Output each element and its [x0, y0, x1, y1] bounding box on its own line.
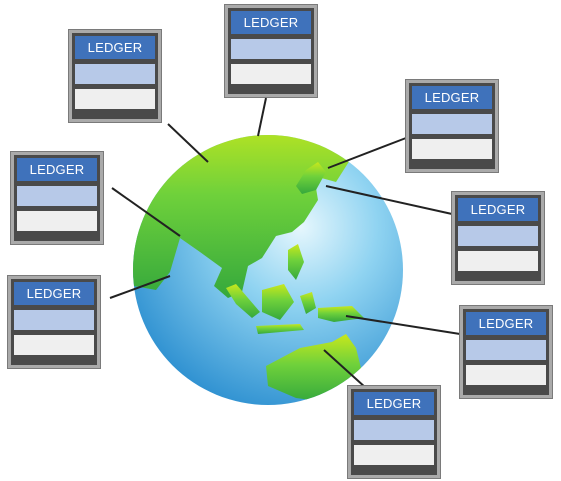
ledger-right-lower: LEDGER: [460, 306, 552, 398]
ledger-row: [412, 114, 492, 134]
ledger-row: [412, 139, 492, 159]
ledger-top-left: LEDGER: [69, 30, 161, 122]
ledger-top-center: LEDGER: [225, 5, 317, 97]
ledger-row: [75, 89, 155, 109]
connector-top-left: [167, 123, 209, 163]
ledger-row: [14, 310, 94, 330]
ledger-row: [17, 186, 97, 206]
connector-right-lower: [345, 315, 461, 335]
ledger-row: [14, 335, 94, 355]
connector-right-upper: [327, 137, 407, 169]
ledger-row: [354, 445, 434, 465]
ledger-left-lower: LEDGER: [8, 276, 100, 368]
ledger-row: [17, 211, 97, 231]
ledger-right-middle: LEDGER: [452, 192, 544, 284]
connector-right-middle: [325, 185, 453, 215]
connector-left-middle: [111, 187, 181, 237]
ledger-label: LEDGER: [412, 86, 492, 109]
ledger-label: LEDGER: [75, 36, 155, 59]
ledger-label: LEDGER: [466, 312, 546, 335]
ledger-label: LEDGER: [354, 392, 434, 415]
connector-lines: [109, 97, 461, 389]
ledger-row: [75, 64, 155, 84]
ledger-row: [231, 64, 311, 84]
ledger-row: [231, 39, 311, 59]
ledger-label: LEDGER: [17, 158, 97, 181]
connector-bottom: [323, 349, 367, 389]
ledger-label: LEDGER: [231, 11, 311, 34]
ledger-row: [354, 420, 434, 440]
ledger-left-middle: LEDGER: [11, 152, 103, 244]
ledger-bottom: LEDGER: [348, 386, 440, 478]
ledger-label: LEDGER: [458, 198, 538, 221]
ledger-row: [458, 251, 538, 271]
ledger-row: [458, 226, 538, 246]
ledger-row: [466, 340, 546, 360]
connector-left-lower: [109, 275, 171, 299]
ledger-label: LEDGER: [14, 282, 94, 305]
ledger-right-upper: LEDGER: [406, 80, 498, 172]
connector-top-center: [257, 97, 267, 137]
ledger-row: [466, 365, 546, 385]
